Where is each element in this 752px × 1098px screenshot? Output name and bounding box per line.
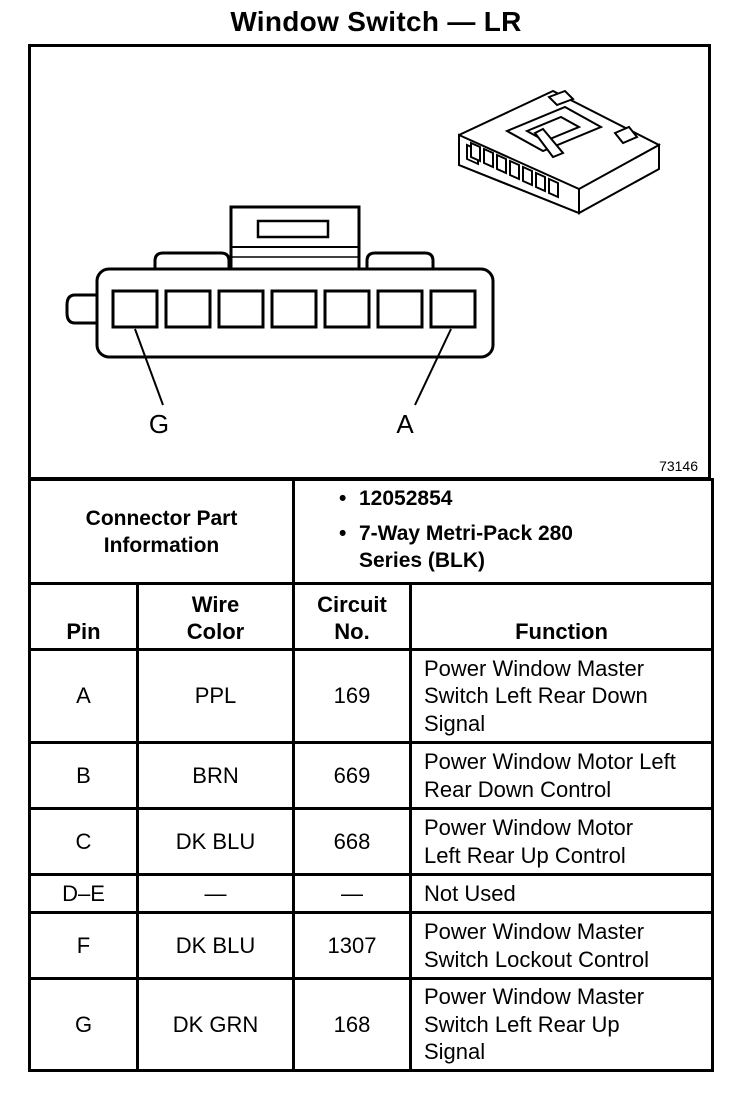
bullet-icon: •: [339, 487, 347, 510]
pin-cell: A: [28, 648, 139, 744]
header-function: Function: [409, 582, 714, 651]
circuit-cell: 668: [292, 807, 412, 876]
connector-info-list: • 12052854 • 7-Way Metri-Pack 280 Series…: [292, 478, 714, 585]
function-cell: Power Window Motor Left Rear Down Contro…: [409, 741, 714, 810]
cavity-f: [164, 289, 212, 329]
cavity-g: [111, 289, 159, 329]
pin-label-a: A: [396, 409, 414, 439]
cavity-a: [429, 289, 477, 329]
function-cell: Power Window Master Switch Lockout Contr…: [409, 911, 714, 980]
leader-line-g: [134, 328, 164, 406]
cavity-d: [270, 289, 318, 329]
circuit-cell: 168: [292, 977, 412, 1072]
connector-drawing: G A 73146: [65, 89, 698, 474]
header-wire-color: Wire Color: [136, 582, 295, 651]
connector-face: [65, 205, 495, 359]
connector-iso-view: [458, 89, 661, 215]
header-row: Pin Wire Color Circuit No. Function: [28, 582, 714, 651]
pin-label-g: G: [149, 409, 169, 439]
bullet-icon: •: [339, 522, 347, 545]
pin-cell: C: [28, 807, 139, 876]
page-title: Window Switch — LR: [230, 6, 522, 37]
circuit-cell: 669: [292, 741, 412, 810]
header-pin: Pin: [28, 582, 139, 651]
pin-cell: B: [28, 741, 139, 810]
table-row: B BRN 669 Power Window Motor Left Rear D…: [28, 741, 714, 810]
function-cell: Power Window Master Switch Left Rear Dow…: [409, 648, 714, 744]
pin-cell: F: [28, 911, 139, 980]
cavity-b: [376, 289, 424, 329]
table-row: C DK BLU 668 Power Window Motor Left Rea…: [28, 807, 714, 876]
pinout-table: Connector Part Information • 12052854 • …: [28, 478, 714, 1072]
pin-cell: D–E: [28, 873, 139, 914]
leader-line-a: [414, 328, 452, 406]
function-cell: Power Window Master Switch Left Rear Up …: [409, 977, 714, 1072]
wire-color-cell: DK GRN: [136, 977, 295, 1072]
cavity-e: [217, 289, 265, 329]
figure-number: 73146: [659, 458, 698, 474]
connector-info-label: Connector Part Information: [28, 478, 295, 585]
cavity-row: [111, 289, 477, 329]
circuit-cell: 169: [292, 648, 412, 744]
wire-color-cell: —: [136, 873, 295, 914]
table-row: A PPL 169 Power Window Master Switch Lef…: [28, 648, 714, 744]
table-row: D–E — — Not Used: [28, 873, 714, 914]
circuit-cell: 1307: [292, 911, 412, 980]
wire-color-cell: BRN: [136, 741, 295, 810]
wire-color-cell: DK BLU: [136, 911, 295, 980]
table-row: F DK BLU 1307 Power Window Master Switch…: [28, 911, 714, 980]
cavity-c: [323, 289, 371, 329]
wire-color-cell: PPL: [136, 648, 295, 744]
wire-color-cell: DK BLU: [136, 807, 295, 876]
connector-info-item: • 7-Way Metri-Pack 280 Series (BLK): [339, 522, 573, 572]
connector-info-item: • 12052854: [339, 487, 453, 510]
connector-figure: G A 73146: [28, 44, 711, 480]
table-row: G DK GRN 168 Power Window Master Switch …: [28, 977, 714, 1072]
circuit-cell: —: [292, 873, 412, 914]
header-circuit-no: Circuit No.: [292, 582, 412, 651]
pin-cell: G: [28, 977, 139, 1072]
function-cell: Power Window Motor Left Rear Up Control: [409, 807, 714, 876]
connector-info-row: Connector Part Information • 12052854 • …: [28, 478, 714, 585]
function-cell: Not Used: [409, 873, 714, 914]
